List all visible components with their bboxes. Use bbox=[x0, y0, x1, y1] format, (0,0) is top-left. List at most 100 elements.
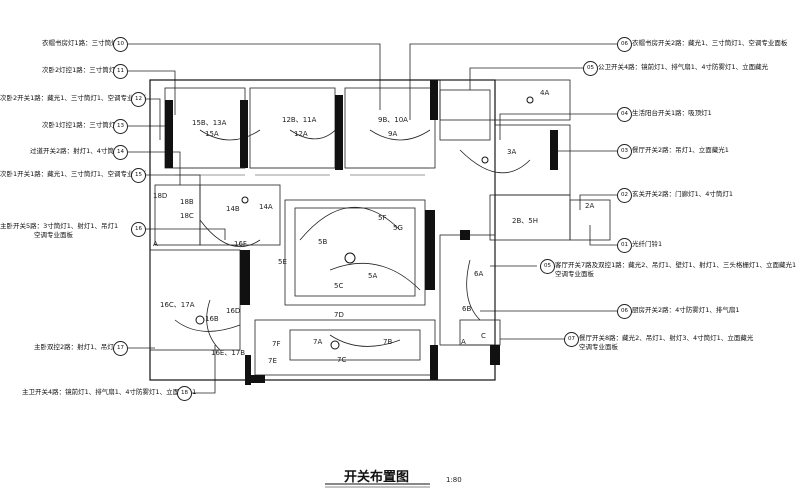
circuit-label: 18C bbox=[180, 212, 194, 220]
drawing-title: 开关布置图 bbox=[344, 470, 410, 485]
wall-block bbox=[240, 100, 248, 168]
wall-block bbox=[245, 355, 251, 385]
circuit-label: 12A bbox=[294, 130, 308, 138]
porch bbox=[569, 199, 611, 241]
callout-text: 主卧开关5路：3寸筒灯1、射灯1、吊灯1 空调专业面板 bbox=[0, 222, 118, 240]
leader-line bbox=[409, 43, 617, 120]
leader-line bbox=[469, 67, 583, 90]
callout-number: 06 bbox=[617, 304, 632, 319]
callout-text: 次卧2开关1路：藏光1、三寸筒灯1、空调专业面板 bbox=[0, 94, 147, 102]
wall-block bbox=[490, 345, 500, 365]
circuit-label: A bbox=[153, 240, 158, 248]
wiring-arc bbox=[199, 219, 261, 248]
circuit-label: 15B、13A bbox=[192, 119, 227, 127]
light-fixture bbox=[241, 196, 249, 204]
circuit-label: 5C bbox=[334, 282, 344, 290]
circuit-label: 3A bbox=[507, 148, 517, 156]
light-fixture bbox=[526, 96, 534, 104]
circuit-label: 6B bbox=[462, 305, 472, 313]
wall-block bbox=[165, 100, 173, 168]
circuit-label: 5E bbox=[278, 258, 287, 266]
callout-text: 次卧1开关1路：藏光1、三寸筒灯1、空调专业面板 bbox=[0, 170, 147, 178]
callout-text: 生活阳台开关1路：吸顶灯1 bbox=[632, 109, 712, 117]
circuit-label: 7C bbox=[337, 356, 347, 364]
wall-block bbox=[425, 210, 435, 290]
wall-block bbox=[430, 345, 438, 380]
leader-line bbox=[145, 98, 161, 140]
wiring-arc bbox=[466, 259, 481, 321]
circuit-label: 16C、17A bbox=[160, 301, 195, 309]
dining bbox=[494, 124, 571, 196]
wiring-arc bbox=[459, 149, 531, 174]
kitchen bbox=[439, 234, 496, 346]
callout-number: 18 bbox=[177, 386, 192, 401]
callout-text: 玄关开关2路：门廊灯1、4寸筒灯1 bbox=[632, 190, 734, 198]
callout-number: 16 bbox=[131, 222, 146, 237]
circuit-label: 14A bbox=[259, 203, 273, 211]
wiring-arc bbox=[329, 262, 421, 291]
circuit-label: 2A bbox=[585, 202, 595, 210]
wiring-arc bbox=[199, 129, 261, 141]
callout-text: 次卧2灯控1路：三寸筒灯1 bbox=[42, 66, 120, 74]
public-bath bbox=[439, 89, 491, 141]
wiring-arc bbox=[369, 129, 431, 141]
floor-plan-drawing bbox=[128, 43, 617, 488]
callout-number: 06 bbox=[617, 37, 632, 52]
circuit-label: 7D bbox=[334, 311, 344, 319]
circuit-label: 7A bbox=[313, 338, 323, 346]
light-fixture bbox=[195, 315, 205, 325]
wiring-arc bbox=[329, 334, 401, 347]
entry bbox=[459, 319, 501, 346]
circuit-label: 6A bbox=[474, 270, 484, 278]
callout-text: 餐厅开关8路：藏光2、吊灯1、射灯3、4寸筒灯1、立面藏光 空调专业面板 bbox=[579, 334, 753, 352]
study bbox=[344, 87, 436, 169]
wiring-arc bbox=[174, 319, 241, 332]
callout-text: 客厅开关7路及双控1路：藏光2、吊灯1、壁灯1、射灯1、三头格栅灯1、立面藏光1… bbox=[555, 261, 796, 279]
leader-line bbox=[499, 113, 617, 140]
living-room bbox=[284, 199, 426, 306]
callout-text: 光纤门铃1 bbox=[632, 240, 663, 248]
circuit-label: 18B bbox=[180, 198, 194, 206]
leader-line bbox=[145, 174, 201, 190]
leader-line bbox=[128, 70, 176, 115]
circuit-label: 2B、5H bbox=[512, 217, 538, 225]
callout-text: 过道开关2路：射灯1、4寸筒灯1 bbox=[30, 147, 125, 155]
circuit-label: 12B、11A bbox=[282, 116, 317, 124]
dining-inner bbox=[289, 329, 421, 361]
callout-line: 餐厅开关8路：藏光2、吊灯1、射灯3、4寸筒灯1、立面藏光 bbox=[579, 334, 754, 342]
callout-number: 05 bbox=[583, 61, 598, 76]
callout-subline: 空调专业面板 bbox=[555, 270, 594, 278]
callout-number: 01 bbox=[617, 238, 632, 253]
callout-text: 厨房开关2路：4寸防雾灯1、排气扇1 bbox=[632, 306, 740, 314]
callout-number: 05 bbox=[540, 259, 555, 274]
callout-line: 客厅开关7路及双控1路：藏光2、吊灯1、壁灯1、射灯1、三头格栅灯1、立面藏光1 bbox=[555, 261, 796, 269]
callout-number: 10 bbox=[113, 37, 128, 52]
callout-number: 07 bbox=[564, 332, 579, 347]
bedroom-2 bbox=[249, 87, 336, 169]
leader-line bbox=[128, 151, 181, 185]
callout-text: 主卧双控2路：射灯1、吊灯1 bbox=[34, 343, 118, 351]
callout-number: 11 bbox=[113, 64, 128, 79]
callout-line: 主卧开关5路：3寸筒灯1、射灯1、吊灯1 bbox=[0, 222, 119, 230]
circuit-label: C bbox=[481, 332, 486, 340]
wall-block bbox=[250, 375, 265, 383]
circuit-label: 16F bbox=[234, 240, 247, 248]
corridor bbox=[199, 184, 281, 246]
callout-text: 衣帽书房灯1路：三寸筒灯1 bbox=[42, 39, 122, 47]
circuit-label: 4A bbox=[540, 89, 550, 97]
circuit-label: 9A bbox=[388, 130, 398, 138]
living-inner bbox=[294, 207, 416, 297]
leader-line bbox=[192, 345, 216, 394]
circuit-label: 5A bbox=[368, 272, 378, 280]
circuit-label: A bbox=[461, 338, 466, 346]
callout-subline: 空调专业面板 bbox=[579, 343, 618, 351]
wiring-arc bbox=[299, 207, 401, 241]
callout-number: 04 bbox=[617, 107, 632, 122]
circuit-label: 9B、10A bbox=[378, 116, 408, 124]
wiring-arc bbox=[206, 299, 221, 351]
leader-line bbox=[145, 228, 226, 240]
callout-number: 12 bbox=[131, 92, 146, 107]
callout-number: 02 bbox=[617, 188, 632, 203]
circuit-label: 16E、17B bbox=[211, 349, 246, 357]
circuit-label: 7E bbox=[268, 357, 277, 365]
